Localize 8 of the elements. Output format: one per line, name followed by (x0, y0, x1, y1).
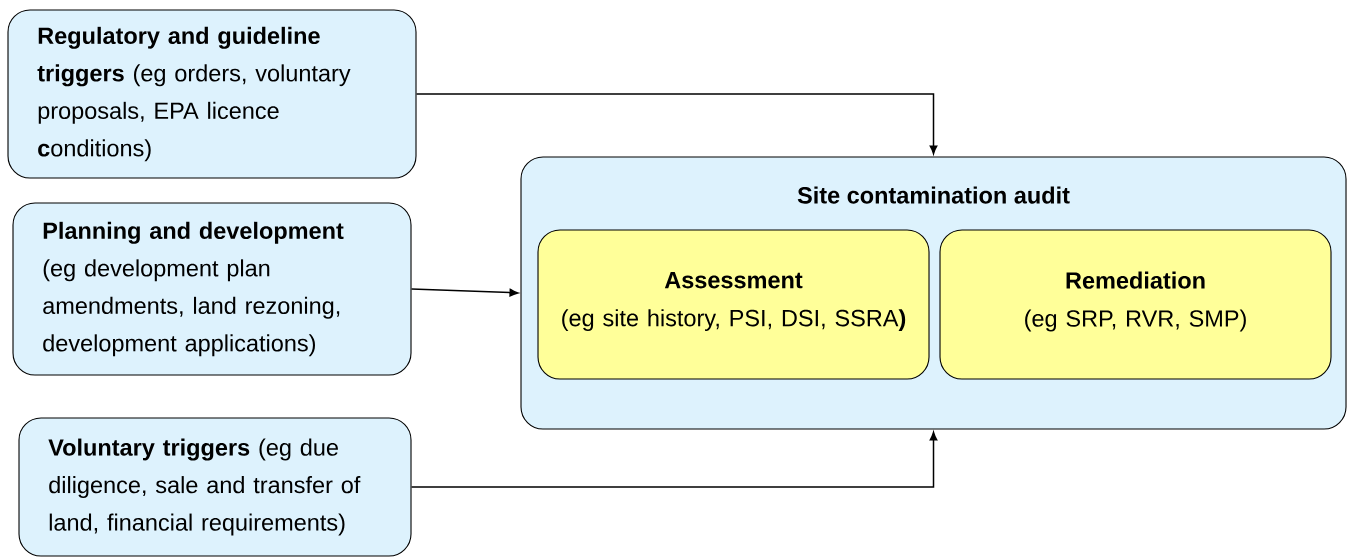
arrow (415, 93, 938, 155)
trigger-box: Planning and development (eg development plan amendments, land rezoning, development applications) (12, 202, 412, 376)
arrow (410, 431, 938, 488)
trigger-box: Regulatory and guideline triggers (eg orders, voluntary proposals, EPA licence conditions) (7, 9, 417, 179)
stage-box: Remediation (eg SRP, RVR, SMP) (939, 229, 1332, 380)
arrow (410, 288, 519, 297)
stage-box: Assessment (eg site history, PSI, DSI, SSRA) (537, 229, 930, 380)
trigger-box: Voluntary triggers (eg due diligence, sale and transfer of land, financial requirements) (18, 417, 412, 557)
